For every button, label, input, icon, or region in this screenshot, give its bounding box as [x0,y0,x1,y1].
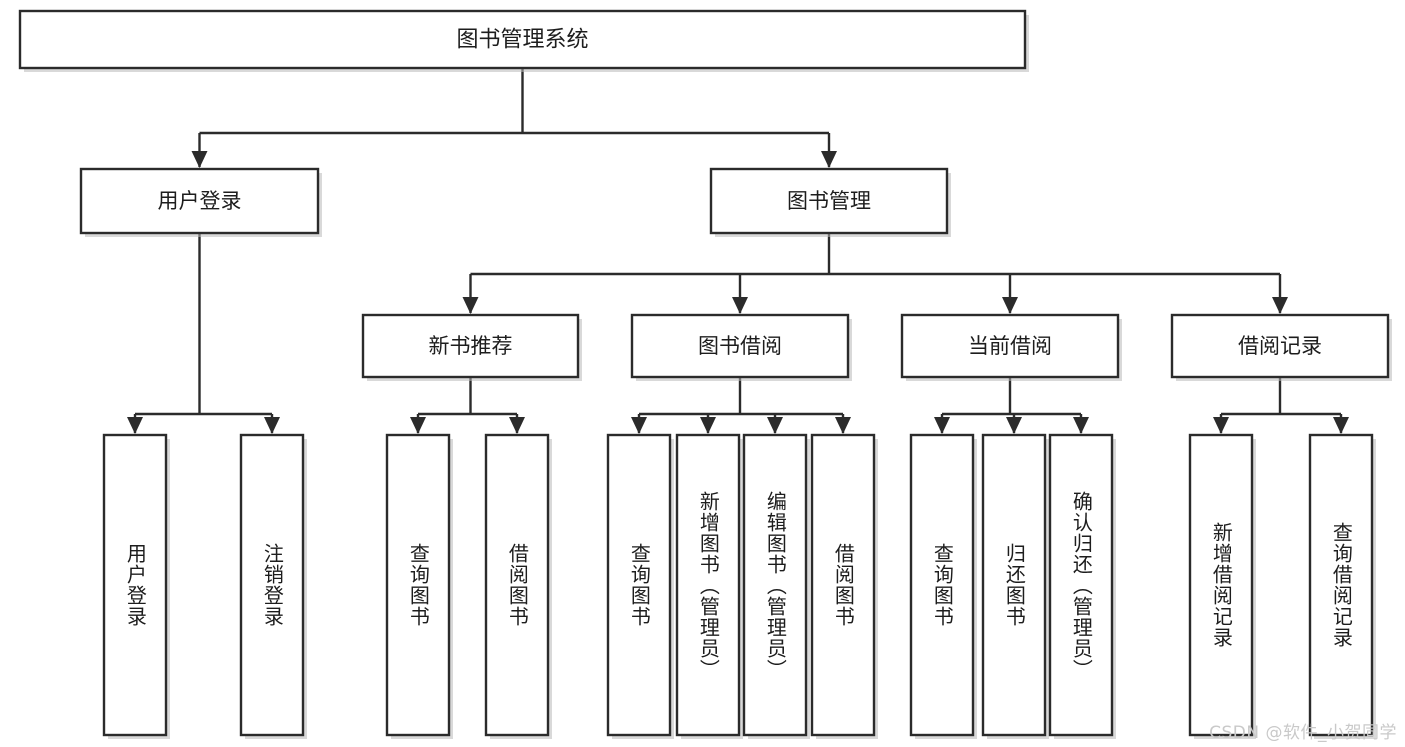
node-label-level2-2: 当前借阅 [968,334,1052,358]
node-box-leaf-10[interactable] [1048,433,1114,737]
node-box-level2-1[interactable] [630,313,850,379]
arrow-mgmt-to-level2-0 [462,297,479,314]
arrow-3-to-leaf-3 [835,417,851,434]
node-label-root: 图书管理系统 [456,28,588,53]
arrow-2-to-leaf-1 [509,417,525,434]
node-box-leaf-11[interactable] [1188,433,1254,737]
arrow-mgmt-to-level2-1 [732,297,748,314]
arrow-mgmt-to-level2-3 [1272,297,1288,314]
arrow-4-to-leaf-0 [934,417,950,434]
node-box-leaf-0[interactable] [102,433,168,737]
node-box-leaf-5[interactable] [675,433,741,737]
arrow-3-to-leaf-2 [767,417,783,434]
node-box-leaf-2[interactable] [385,433,451,737]
arrow-0-to-leaf-1 [264,417,280,434]
arrow-root-to-level1-0 [191,151,208,168]
arrow-5-to-leaf-0 [1213,417,1229,434]
node-label-level2-3: 借阅记录 [1238,334,1322,358]
node-box-level1-1[interactable] [709,167,949,235]
node-box-leaf-7[interactable] [810,433,876,737]
node-label-level1-0: 用户登录 [158,189,242,213]
node-box-leaf-12[interactable] [1308,433,1374,737]
connector-layer [127,68,1349,434]
node-label-level1-1: 图书管理 [787,189,871,213]
node-box-leaf-3[interactable] [484,433,550,737]
arrow-5-to-leaf-1 [1333,417,1349,434]
arrow-3-to-leaf-1 [700,417,716,434]
arrow-0-to-leaf-0 [127,417,143,434]
node-box-root[interactable] [18,9,1027,70]
node-label-level2-0: 新书推荐 [429,334,513,358]
watermark-text: CSDN @软件_小贺同学 [1209,723,1397,743]
node-box-leaf-6[interactable] [742,433,808,737]
node-box-level2-2[interactable] [900,313,1120,379]
arrow-root-to-level1-1 [821,151,837,168]
node-box-leaf-9[interactable] [981,433,1047,737]
node-box-level1-0[interactable] [79,167,320,235]
node-label-level2-1: 图书借阅 [698,334,782,358]
arrow-3-to-leaf-0 [631,417,647,434]
node-box-level2-3[interactable] [1170,313,1390,379]
node-box-level2-0[interactable] [361,313,580,379]
arrow-4-to-leaf-2 [1073,417,1089,434]
node-box-leaf-4[interactable] [606,433,672,737]
node-box-leaf-1[interactable] [239,433,305,737]
arrow-4-to-leaf-1 [1006,417,1022,434]
node-box-leaf-8[interactable] [909,433,975,737]
arrow-mgmt-to-level2-2 [1002,297,1018,314]
node-box-layer [18,9,1392,739]
arrow-2-to-leaf-0 [410,417,426,434]
